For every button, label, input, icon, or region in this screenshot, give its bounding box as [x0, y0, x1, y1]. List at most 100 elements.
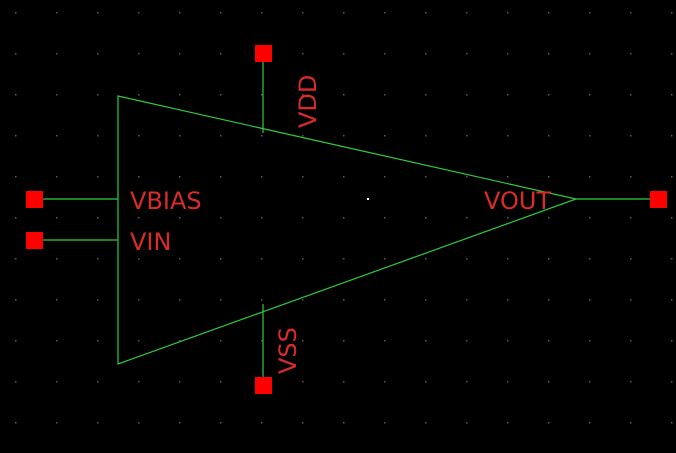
grid-dot	[589, 340, 591, 342]
grid-dot	[671, 381, 673, 383]
grid-dot	[343, 299, 345, 301]
grid-dot	[15, 176, 17, 178]
vout-label: VOUT	[484, 187, 551, 215]
grid-dot	[179, 94, 181, 96]
grid-dot	[630, 217, 632, 219]
grid-dot	[15, 135, 17, 137]
grid-dot	[466, 135, 468, 137]
grid-dot	[589, 94, 591, 96]
grid-dot	[220, 381, 222, 383]
grid-dot	[97, 258, 99, 260]
grid-dot	[56, 422, 58, 424]
grid-dot	[302, 12, 304, 14]
grid-dot	[56, 12, 58, 14]
grid-dot	[466, 258, 468, 260]
grid-dot	[589, 422, 591, 424]
grid-dot	[15, 53, 17, 55]
grid-dot	[15, 340, 17, 342]
grid-dot	[425, 381, 427, 383]
grid-dot	[466, 299, 468, 301]
vdd-pin[interactable]	[255, 45, 272, 62]
grid-dot	[179, 422, 181, 424]
grid-dot	[220, 53, 222, 55]
grid-dot	[15, 12, 17, 14]
vbias-label: VBIAS	[130, 187, 202, 215]
grid-dot	[138, 176, 140, 178]
grid-dot	[15, 258, 17, 260]
grid-dot	[507, 381, 509, 383]
grid-dot	[261, 217, 263, 219]
grid-dot	[56, 217, 58, 219]
grid-dot	[630, 176, 632, 178]
grid-dot	[97, 176, 99, 178]
grid-dot	[384, 299, 386, 301]
grid-dot	[138, 422, 140, 424]
grid-dot	[589, 381, 591, 383]
grid-dot	[589, 135, 591, 137]
grid-dot	[56, 53, 58, 55]
grid-dot	[97, 135, 99, 137]
grid-dot	[671, 53, 673, 55]
grid-dot	[425, 12, 427, 14]
grid-dot	[179, 258, 181, 260]
vin-pin[interactable]	[26, 232, 43, 249]
grid-dot	[343, 12, 345, 14]
grid-dot	[548, 135, 550, 137]
grid-dot	[671, 12, 673, 14]
grid-dot	[507, 340, 509, 342]
grid-dot	[138, 258, 140, 260]
grid-dot	[261, 340, 263, 342]
grid-dot	[548, 258, 550, 260]
grid-dot	[138, 381, 140, 383]
grid-dot	[97, 217, 99, 219]
grid-dot	[507, 258, 509, 260]
vout-pin[interactable]	[650, 191, 667, 208]
vss-label: VSS	[274, 327, 302, 374]
grid-dot	[179, 299, 181, 301]
grid-dot	[97, 381, 99, 383]
grid-dot	[343, 217, 345, 219]
grid-dot	[466, 422, 468, 424]
grid-dot	[138, 299, 140, 301]
grid-dot	[507, 422, 509, 424]
grid-dot	[630, 135, 632, 137]
grid-dot	[302, 176, 304, 178]
grid-dot	[343, 94, 345, 96]
grid-dot	[261, 94, 263, 96]
grid-dot	[343, 381, 345, 383]
grid-dot	[138, 94, 140, 96]
vbias-pin[interactable]	[26, 191, 43, 208]
grid-dot	[138, 53, 140, 55]
grid-dot	[507, 94, 509, 96]
grid-dot	[548, 422, 550, 424]
grid-dot	[425, 94, 427, 96]
grid-dot	[302, 94, 304, 96]
grid-dot	[56, 340, 58, 342]
vdd-label: VDD	[294, 75, 322, 128]
grid-dot	[630, 94, 632, 96]
grid-dot	[302, 217, 304, 219]
grid-dot	[589, 176, 591, 178]
grid-dot	[343, 135, 345, 137]
grid-dot	[220, 299, 222, 301]
grid-dot	[630, 422, 632, 424]
grid-dot	[507, 12, 509, 14]
grid-dot	[630, 12, 632, 14]
grid-dot	[15, 299, 17, 301]
grid-dot	[220, 12, 222, 14]
grid-dot	[220, 340, 222, 342]
vss-pin[interactable]	[255, 377, 272, 394]
grid-dot	[384, 135, 386, 137]
grid-dot	[343, 340, 345, 342]
grid-dot	[671, 258, 673, 260]
triangle-symbol-body[interactable]	[117, 95, 579, 365]
grid-dot	[671, 217, 673, 219]
origin-marker	[367, 198, 369, 200]
grid-dot	[384, 258, 386, 260]
grid-dot	[179, 340, 181, 342]
grid-dot	[220, 217, 222, 219]
grid-dot	[15, 217, 17, 219]
grid-dot	[97, 422, 99, 424]
grid-dot	[507, 53, 509, 55]
grid-dot	[671, 422, 673, 424]
